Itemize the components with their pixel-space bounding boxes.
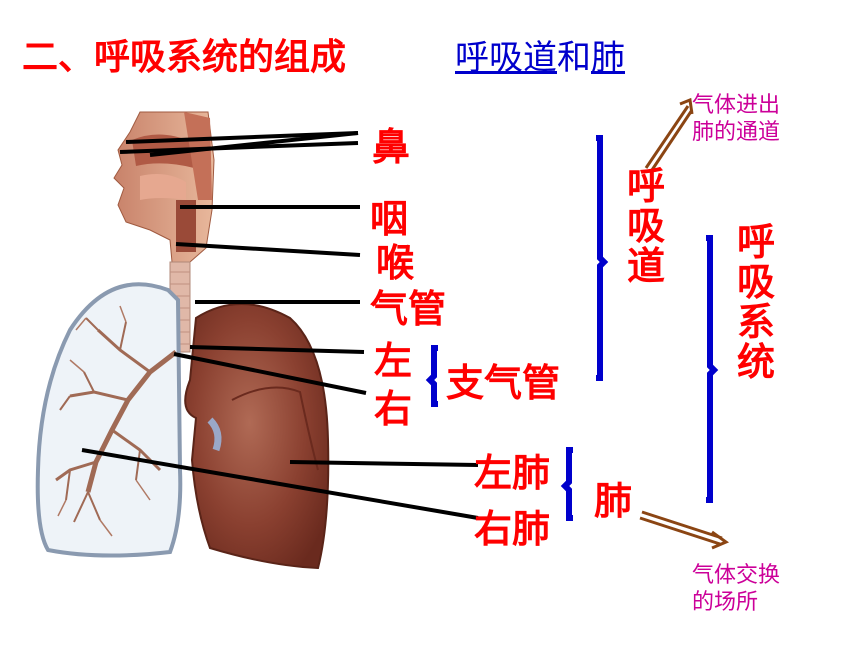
label-lung: 肺 bbox=[594, 479, 633, 523]
subtitle-respiratory-tract: 呼吸道 bbox=[455, 38, 557, 78]
arrows bbox=[639, 97, 730, 550]
lung-bracket bbox=[560, 447, 573, 521]
label-bronchi: 支气管 bbox=[446, 361, 561, 405]
note-respiratory-tract: 气体进出 肺的通道 bbox=[692, 92, 780, 146]
respiratory-tract-bracket bbox=[596, 135, 609, 381]
label-pharynx: 咽 bbox=[370, 197, 409, 241]
tract-arrow bbox=[644, 105, 690, 169]
label-left: 左 bbox=[374, 339, 413, 383]
right-lung-illustration bbox=[35, 282, 183, 558]
page-title: 二、呼吸系统的组成 bbox=[22, 37, 347, 78]
brackets bbox=[425, 135, 719, 521]
label-trachea: 气管 bbox=[370, 287, 447, 331]
note-lung-line2: 的场所 bbox=[692, 590, 759, 615]
left-lung-illustration bbox=[184, 303, 330, 570]
note-tract-line1: 气体进出 bbox=[692, 93, 781, 118]
label-nose: 鼻 bbox=[372, 125, 411, 169]
subtitle-and: 和 bbox=[557, 38, 591, 78]
pointer-lines bbox=[81, 131, 479, 520]
respiratory-system-bracket bbox=[706, 235, 719, 503]
subtitle: 呼吸道和肺 bbox=[455, 30, 625, 79]
label-left-lung: 左肺 bbox=[474, 451, 551, 495]
label-respiratory-tract: 呼吸道 bbox=[626, 164, 665, 288]
label-respiratory-system: 呼吸系统 bbox=[736, 220, 775, 384]
label-larynx: 喉 bbox=[376, 241, 415, 285]
label-right-lung: 右肺 bbox=[474, 507, 551, 551]
label-right: 右 bbox=[374, 387, 413, 431]
lung-arrow bbox=[641, 510, 723, 540]
subtitle-lung: 肺 bbox=[591, 38, 625, 78]
note-tract-line2: 肺的通道 bbox=[692, 120, 781, 145]
bronchi-bracket bbox=[425, 345, 438, 407]
note-lung: 气体交换 的场所 bbox=[692, 562, 780, 616]
note-lung-line1: 气体交换 bbox=[692, 563, 781, 588]
head-section-illustration bbox=[113, 111, 215, 263]
